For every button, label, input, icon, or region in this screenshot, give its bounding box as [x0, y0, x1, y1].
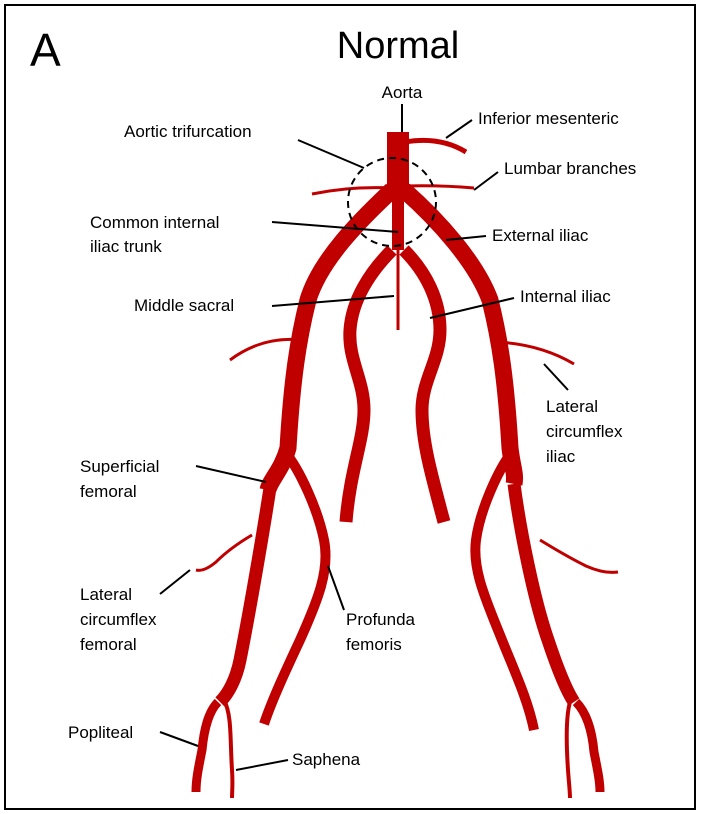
- panel-letter: A: [30, 24, 61, 76]
- vessel-popliteal-right: [576, 702, 600, 792]
- label-internal-iliac: Internal iliac: [520, 287, 611, 306]
- label-aortic-trifurcation: Aortic trifurcation: [124, 122, 252, 141]
- leader-aortic-trifurcation: [298, 140, 364, 168]
- vessel-saphena-right: [567, 702, 570, 798]
- vessel-superficial-femoral-right: [514, 484, 574, 702]
- vessel-internal-iliac-left: [346, 250, 392, 522]
- label-lateral-circumflex-femoral-line2: circumflex: [80, 610, 157, 629]
- vessel-lateral-circumflex-femoral-left: [196, 535, 252, 570]
- label-popliteal: Popliteal: [68, 723, 133, 742]
- label-profunda-femoris-line1: Profunda: [346, 610, 416, 629]
- label-superficial-femoral-line1: Superficial: [80, 457, 159, 476]
- label-lumbar-branches: Lumbar branches: [504, 159, 636, 178]
- vessel-superficial-femoral-left: [220, 488, 270, 702]
- leader-superficial-femoral: [196, 466, 266, 482]
- vessel-inferior-mesenteric: [405, 140, 466, 152]
- label-common-internal-iliac-trunk-line1: Common internal: [90, 213, 219, 232]
- leader-saphena: [236, 760, 288, 770]
- leader-popliteal: [160, 732, 198, 746]
- label-aorta: Aorta: [382, 83, 423, 102]
- leader-inferior-mesenteric: [446, 120, 472, 138]
- leader-middle-sacral: [272, 296, 394, 306]
- label-lateral-circumflex-iliac-line2: circumflex: [546, 422, 623, 441]
- leader-common-internal-iliac-trunk: [272, 222, 398, 232]
- leader-lumbar-branches: [474, 172, 498, 190]
- vessel-saphena-left: [224, 700, 232, 798]
- label-lateral-circumflex-iliac-line3: iliac: [546, 447, 576, 466]
- leader-lateral-circumflex-iliac: [544, 364, 568, 390]
- vessel-popliteal-left: [196, 702, 218, 792]
- label-superficial-femoral-line2: femoral: [80, 482, 137, 501]
- label-saphena: Saphena: [292, 750, 361, 769]
- vessel-internal-iliac-right: [404, 250, 444, 522]
- leader-lateral-circumflex-femoral: [160, 570, 190, 594]
- label-common-internal-iliac-trunk-line2: iliac trunk: [90, 237, 162, 256]
- vessel-profunda-femoris-right: [475, 452, 534, 730]
- label-profunda-femoris-line2: femoris: [346, 635, 402, 654]
- label-external-iliac: External iliac: [492, 226, 589, 245]
- label-inferior-mesenteric: Inferior mesenteric: [478, 109, 619, 128]
- label-lateral-circumflex-femoral-line1: Lateral: [80, 585, 132, 604]
- vessel-lateral-circumflex-femoral-right: [540, 540, 618, 572]
- label-lateral-circumflex-iliac-line1: Lateral: [546, 397, 598, 416]
- vessel-lumbar-right: [405, 186, 474, 188]
- leader-profunda-femoris: [328, 566, 344, 610]
- label-lateral-circumflex-femoral-line3: femoral: [80, 635, 137, 654]
- label-middle-sacral: Middle sacral: [134, 296, 234, 315]
- diagram-title: Normal: [337, 25, 459, 67]
